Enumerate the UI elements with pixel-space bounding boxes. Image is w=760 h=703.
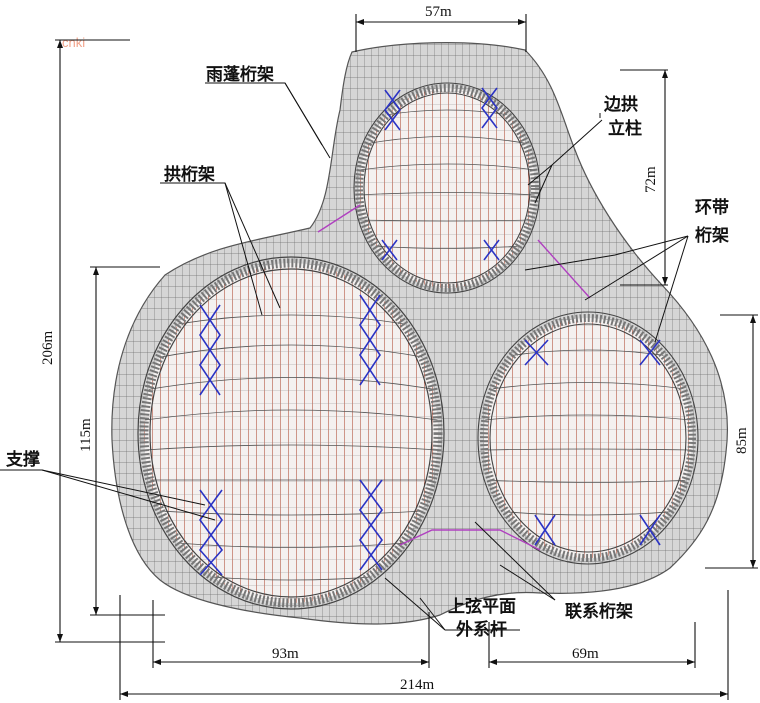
dim-right-width: 69m: [572, 646, 599, 662]
dim-total-width: 214m: [400, 677, 435, 693]
label-column: 立柱: [608, 118, 642, 139]
label-top-chord-1: 上弦平面: [448, 596, 516, 617]
bracing-members: [198, 87, 661, 576]
watermark: cnki: [62, 35, 85, 50]
label-canopy-truss: 雨蓬桁架: [206, 64, 274, 85]
top-arch-area: [353, 82, 541, 294]
dim-right-height: 85m: [734, 427, 750, 454]
label-top-chord-2: 外系杆: [456, 619, 507, 640]
dim-total-height: 206m: [40, 331, 56, 366]
dimension-arrows: [57, 19, 756, 697]
label-bracing: 支撑: [6, 449, 40, 470]
dim-left-width: 93m: [272, 646, 299, 662]
dim-top-height: 72m: [643, 166, 659, 193]
connecting-truss-lines: [317, 204, 591, 551]
label-arch-truss: 拱桁架: [164, 164, 215, 185]
dim-top-width: 57m: [425, 4, 452, 20]
label-ring-belt: 环带: [695, 197, 729, 218]
dim-left-height: 115m: [78, 418, 94, 452]
leader-lines: [0, 82, 689, 631]
label-side-arch: 边拱: [603, 94, 638, 115]
label-truss: 桁架: [695, 225, 729, 246]
dimension-lines: [55, 14, 758, 700]
label-connecting-truss: 联系桁架: [565, 601, 633, 622]
